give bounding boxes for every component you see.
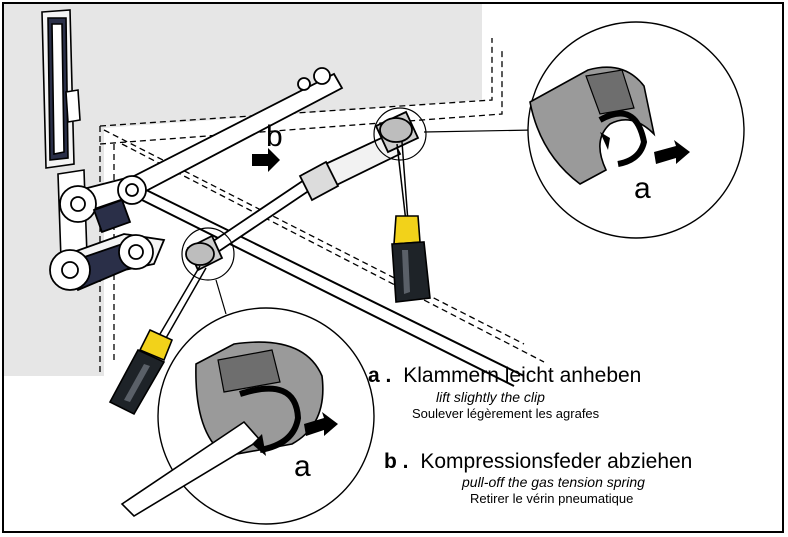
clip-callout-rings <box>181 107 535 315</box>
step-b-arrow <box>252 148 280 172</box>
cabinet-rail <box>133 183 525 387</box>
screwdriver-right <box>391 141 431 303</box>
legend-a-german: a . Klammern leicht anheben <box>368 364 641 388</box>
gas-tension-spring <box>185 110 420 272</box>
hinge-vertical-strip <box>41 9 89 289</box>
legend-a-french: Soulever légèrement les agrafes <box>412 406 600 421</box>
screwdriver-left <box>108 265 207 416</box>
legend-b-french: Retirer le vérin pneumatique <box>470 491 634 506</box>
legend-b-german: b . Kompressionsfeder abziehen <box>384 450 692 474</box>
legend-a-key: a <box>368 364 380 387</box>
callout-right: a <box>527 21 745 239</box>
legend-b-key: b <box>384 450 397 473</box>
assembly-illustration: b a a <box>4 4 745 525</box>
legend-b-de-text: Kompressionsfeder abziehen <box>420 450 693 473</box>
callout-left: a <box>120 307 375 525</box>
legend-a-de-text: Klammern leicht anheben <box>403 364 642 387</box>
step-b-label: b <box>266 120 283 153</box>
callout-left-arrow <box>304 412 338 436</box>
callout-right-label: a <box>634 172 651 205</box>
callout-left-label: a <box>294 450 311 483</box>
legend-b-separator: . <box>402 450 409 473</box>
cabinet-side-panel <box>4 4 482 376</box>
legend-b-english: pull-off the gas tension spring <box>462 474 645 490</box>
hinge-mechanism <box>49 67 344 292</box>
legend-a-english: lift slightly the clip <box>436 389 545 405</box>
legend-a-separator: . <box>385 364 392 387</box>
callout-right-arrow <box>654 140 690 164</box>
